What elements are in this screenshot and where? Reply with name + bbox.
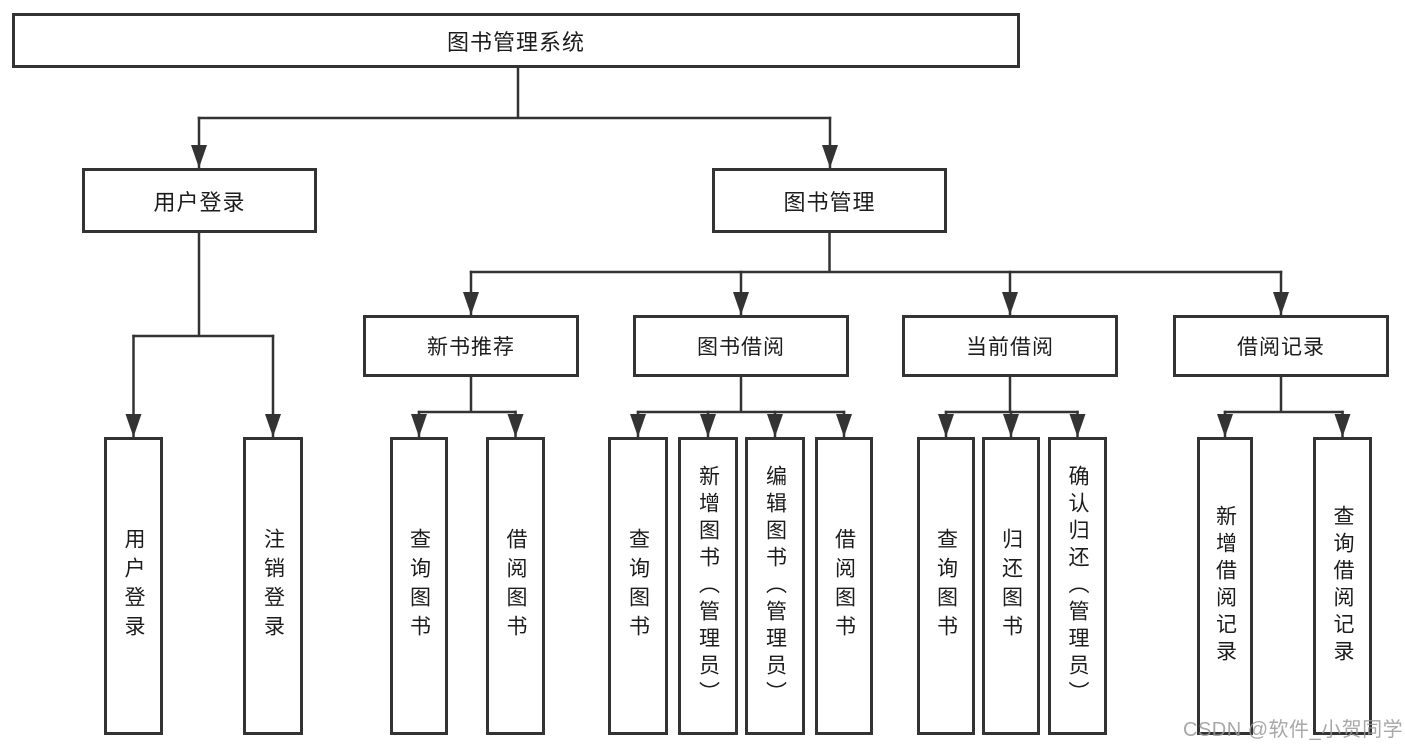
- leaf-edit-books-admin: 编辑图书（管理员）: [745, 437, 805, 735]
- leaf-query-books: 查询图书: [608, 437, 668, 735]
- node-borrow-records: 借阅记录: [1173, 315, 1389, 377]
- leaf-borrow-books: 借阅图书: [815, 437, 873, 735]
- node-new-book-recommend: 新书推荐: [363, 315, 579, 377]
- node-current-borrow: 当前借阅: [902, 315, 1118, 377]
- leaf-add-books-admin: 新增图书（管理员）: [678, 437, 738, 735]
- leaf-confirm-return-admin: 确认归还（管理员）: [1048, 437, 1107, 735]
- watermark: CSDN @软件_小贺同学: [1183, 719, 1404, 741]
- node-book-borrow: 图书借阅: [633, 315, 849, 377]
- leaf-logout: 注销登录: [243, 437, 303, 735]
- leaf-borrow-books: 借阅图书: [486, 437, 545, 735]
- node-user-login: 用户登录: [82, 168, 317, 233]
- leaf-add-borrow-record: 新增借阅记录: [1197, 437, 1253, 735]
- leaf-return-books: 归还图书: [982, 437, 1040, 735]
- leaf-query-books: 查询图书: [917, 437, 975, 735]
- leaf-query-borrow-record: 查询借阅记录: [1313, 437, 1372, 735]
- leaf-user-login: 用户登录: [104, 437, 163, 735]
- node-book-management: 图书管理: [712, 168, 947, 233]
- node-library-system: 图书管理系统: [12, 13, 1020, 68]
- leaf-query-books: 查询图书: [390, 437, 448, 735]
